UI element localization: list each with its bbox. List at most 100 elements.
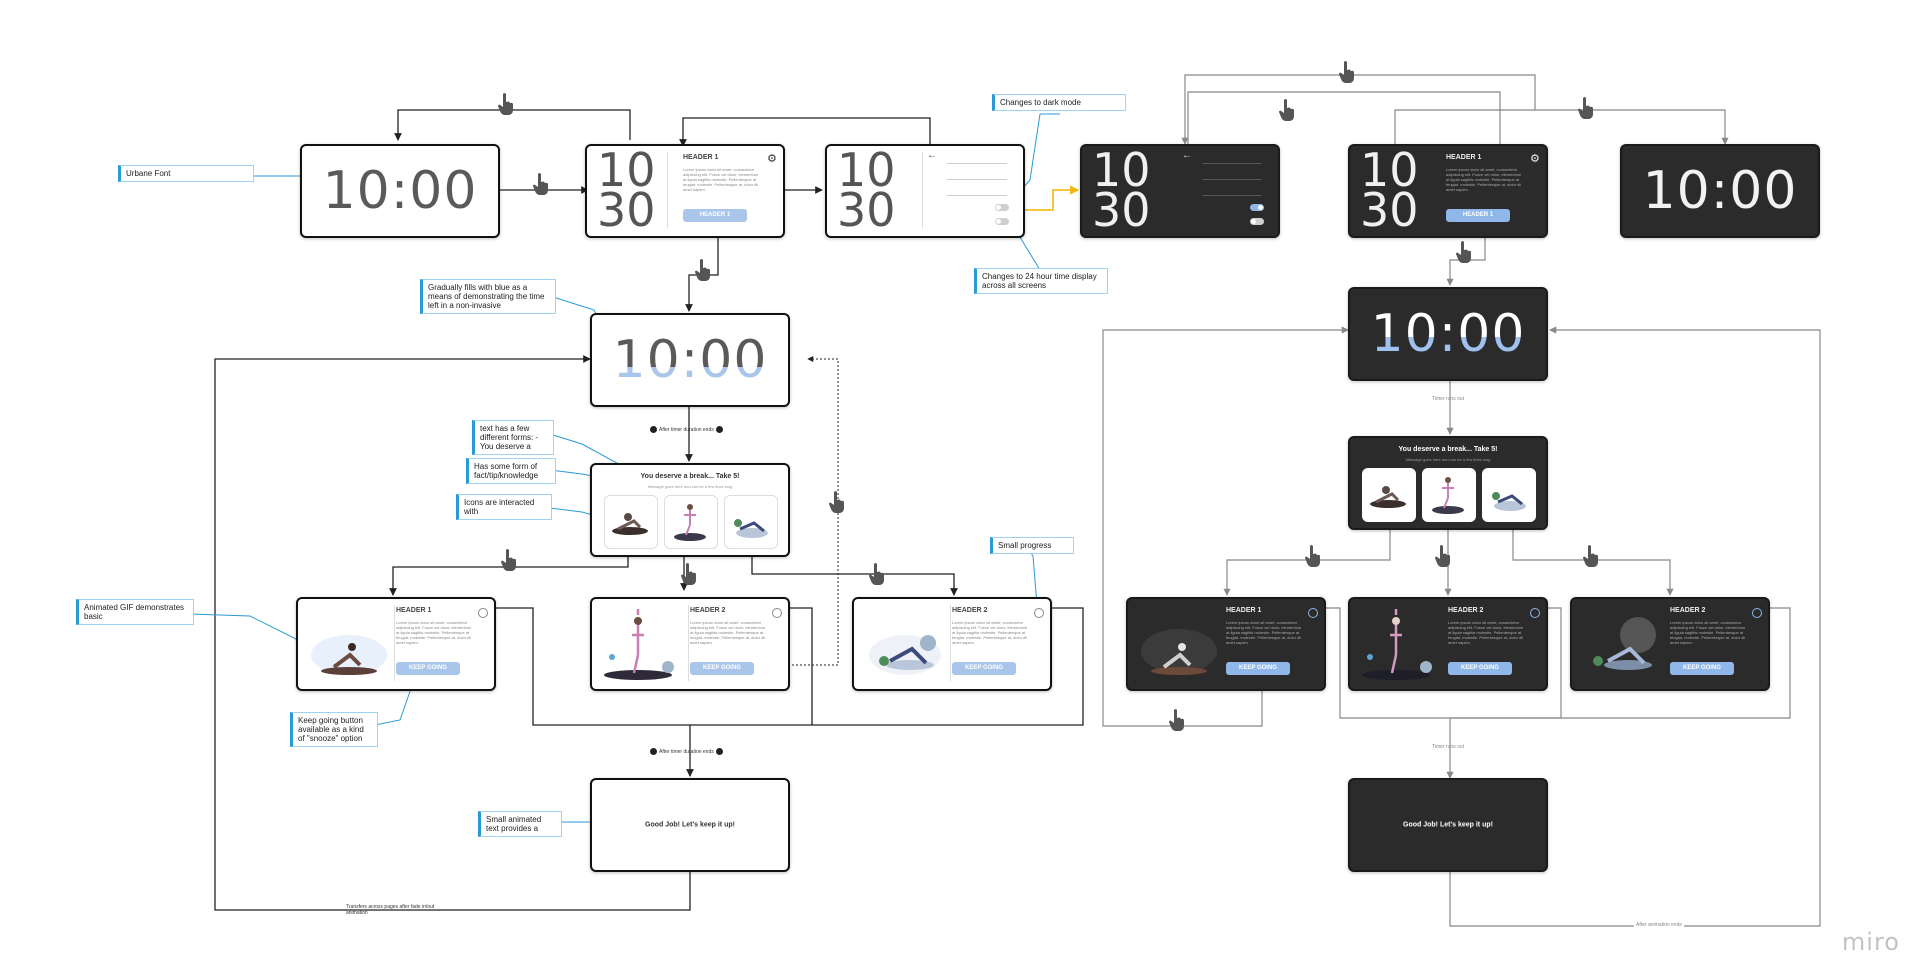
hand-pointer-icon	[497, 92, 515, 116]
settings-row[interactable]	[947, 153, 1007, 164]
note-keep-going: Keep going button available as a kind of…	[290, 712, 378, 747]
note-animated-gif: Animated GIF demonstrates basic	[76, 599, 194, 625]
exercise-icon-1[interactable]	[604, 495, 658, 549]
note-24-hour: Changes to 24 hour time display across a…	[974, 268, 1108, 294]
screen-light-timer[interactable]: 10:00	[590, 313, 790, 407]
screen-light-exercise-3[interactable]: HEADER 2 Lorem ipsum dolor sit amet, con…	[852, 597, 1052, 691]
progress-ring-icon	[1530, 608, 1540, 618]
keep-going-button[interactable]: KEEP GOING	[1670, 662, 1734, 675]
stack-minute: 30	[837, 183, 896, 237]
card-header: HEADER 1	[1446, 154, 1482, 161]
card-body: Lorem ipsum dolor sit amet, consectetur …	[683, 167, 759, 192]
divider	[688, 605, 689, 681]
progress-ring-icon	[1034, 608, 1044, 618]
dark-mode-toggle[interactable]	[1250, 204, 1264, 211]
hand-pointer-icon	[1455, 240, 1473, 264]
card-header: HEADER 2	[1448, 607, 1484, 614]
back-arrow-icon[interactable]: ←	[927, 150, 937, 161]
screen-dark-clock[interactable]: 10:00	[1620, 144, 1820, 238]
clock-icon	[650, 426, 657, 433]
hand-pointer-icon	[1278, 98, 1296, 122]
flow-label-after-timer-2: After timer duration ends	[648, 748, 725, 755]
hand-pointer-icon	[1168, 708, 1186, 732]
screen-light-good-job[interactable]: Good Job! Let's keep it up!	[590, 778, 790, 872]
flow-label-after-animation: After animation ends	[1634, 922, 1684, 928]
break-title: You deserve a break... Take 5!	[640, 473, 740, 480]
keep-going-button[interactable]: KEEP GOING	[952, 662, 1016, 675]
settings-row-dark-mode	[947, 201, 987, 211]
flow-label-text: After timer duration ends	[659, 426, 714, 433]
progress-ring-icon	[1752, 608, 1762, 618]
progress-ring-icon	[1308, 608, 1318, 618]
note-icons: Icons are interacted with	[456, 494, 552, 520]
flow-label-after-timer: After timer duration ends	[648, 426, 725, 433]
clock-icon	[715, 426, 723, 433]
screen-light-exercise-2[interactable]: HEADER 2 Lorem ipsum dolor sit amet, con…	[590, 597, 790, 691]
screen-dark-break[interactable]: You deserve a break... Take 5! Message g…	[1348, 436, 1548, 530]
note-text-forms: text has a few different forms: - You de…	[472, 420, 554, 455]
screen-dark-exercise-2[interactable]: HEADER 2 Lorem ipsum dolor sit amet, con…	[1348, 597, 1548, 691]
keep-going-button[interactable]: KEEP GOING	[396, 662, 460, 675]
hand-pointer-icon	[680, 562, 698, 586]
screen-light-break[interactable]: You deserve a break... Take 5! Message g…	[590, 463, 790, 557]
screen-dark-exercise-1[interactable]: HEADER 1 Lorem ipsum dolor sit amet, con…	[1126, 597, 1326, 691]
stack-minute: 30	[1360, 183, 1419, 237]
exercise-gif	[1593, 617, 1656, 670]
hand-pointer-icon	[828, 490, 846, 514]
hand-pointer-icon	[1338, 60, 1356, 84]
settings-row[interactable]	[947, 169, 1007, 180]
card-body: Lorem ipsum dolor sit amet, consectetur …	[690, 620, 766, 645]
back-arrow-icon[interactable]: ←	[1182, 150, 1192, 161]
divider	[950, 605, 951, 681]
header-button[interactable]: HEADER 1	[683, 209, 747, 222]
stack-minute: 30	[1092, 183, 1151, 237]
dark-mode-toggle[interactable]	[995, 204, 1009, 211]
note-small-progress: Small progress	[990, 537, 1074, 554]
hour24-toggle[interactable]	[995, 218, 1009, 225]
timer-display: 10:00	[592, 330, 788, 390]
progress-ring-icon	[478, 608, 488, 618]
gear-icon[interactable]: ⚙	[767, 153, 777, 165]
flow-label-timer-runs-out-2: Timer runs out	[1432, 744, 1465, 750]
gear-icon[interactable]: ⚙	[1530, 153, 1540, 165]
card-body: Lorem ipsum dolor sit amet, consectetur …	[952, 620, 1028, 645]
card-body: Lorem ipsum dolor sit amet, consectetur …	[1446, 167, 1522, 192]
settings-row[interactable]	[947, 185, 1007, 196]
card-header: HEADER 2	[1670, 607, 1706, 614]
exercise-illustrations	[1370, 477, 1526, 514]
keep-going-button[interactable]: KEEP GOING	[1448, 662, 1512, 675]
screen-dark-timer[interactable]: 10:00	[1348, 287, 1548, 381]
clock-icon	[715, 748, 723, 755]
timer-display: 10:00	[1350, 304, 1546, 364]
header-button[interactable]: HEADER 1	[1446, 209, 1510, 222]
keep-going-button[interactable]: KEEP GOING	[690, 662, 754, 675]
note-dark-mode: Changes to dark mode	[992, 94, 1126, 111]
clock-display: 10:00	[322, 161, 478, 221]
hour24-toggle[interactable]	[1250, 218, 1264, 225]
exercise-icon-3[interactable]	[724, 495, 778, 549]
screen-light-clock[interactable]: 10:00	[300, 144, 500, 238]
screen-dark-exercise-3[interactable]: HEADER 2 Lorem ipsum dolor sit amet, con…	[1570, 597, 1770, 691]
settings-row[interactable]	[1202, 153, 1262, 164]
keep-going-button[interactable]: KEEP GOING	[1226, 662, 1290, 675]
divider	[922, 152, 923, 228]
exercise-gif	[1362, 609, 1432, 680]
screen-light-exercise-1[interactable]: HEADER 1 Lorem ipsum dolor sit amet, con…	[296, 597, 496, 691]
exercise-icon-3[interactable]	[1482, 468, 1536, 522]
note-gradually-fills: Gradually fills with blue as a means of …	[420, 279, 556, 314]
settings-row[interactable]	[1202, 169, 1262, 180]
hand-pointer-icon	[1577, 96, 1595, 120]
stack-hour: 10	[1092, 144, 1151, 197]
hand-pointer-icon	[532, 172, 550, 196]
card-header: HEADER 2	[952, 607, 988, 614]
settings-row[interactable]	[1202, 185, 1262, 196]
screen-dark-good-job[interactable]: Good Job! Let's keep it up!	[1348, 778, 1548, 872]
card-header: HEADER 2	[690, 607, 726, 614]
